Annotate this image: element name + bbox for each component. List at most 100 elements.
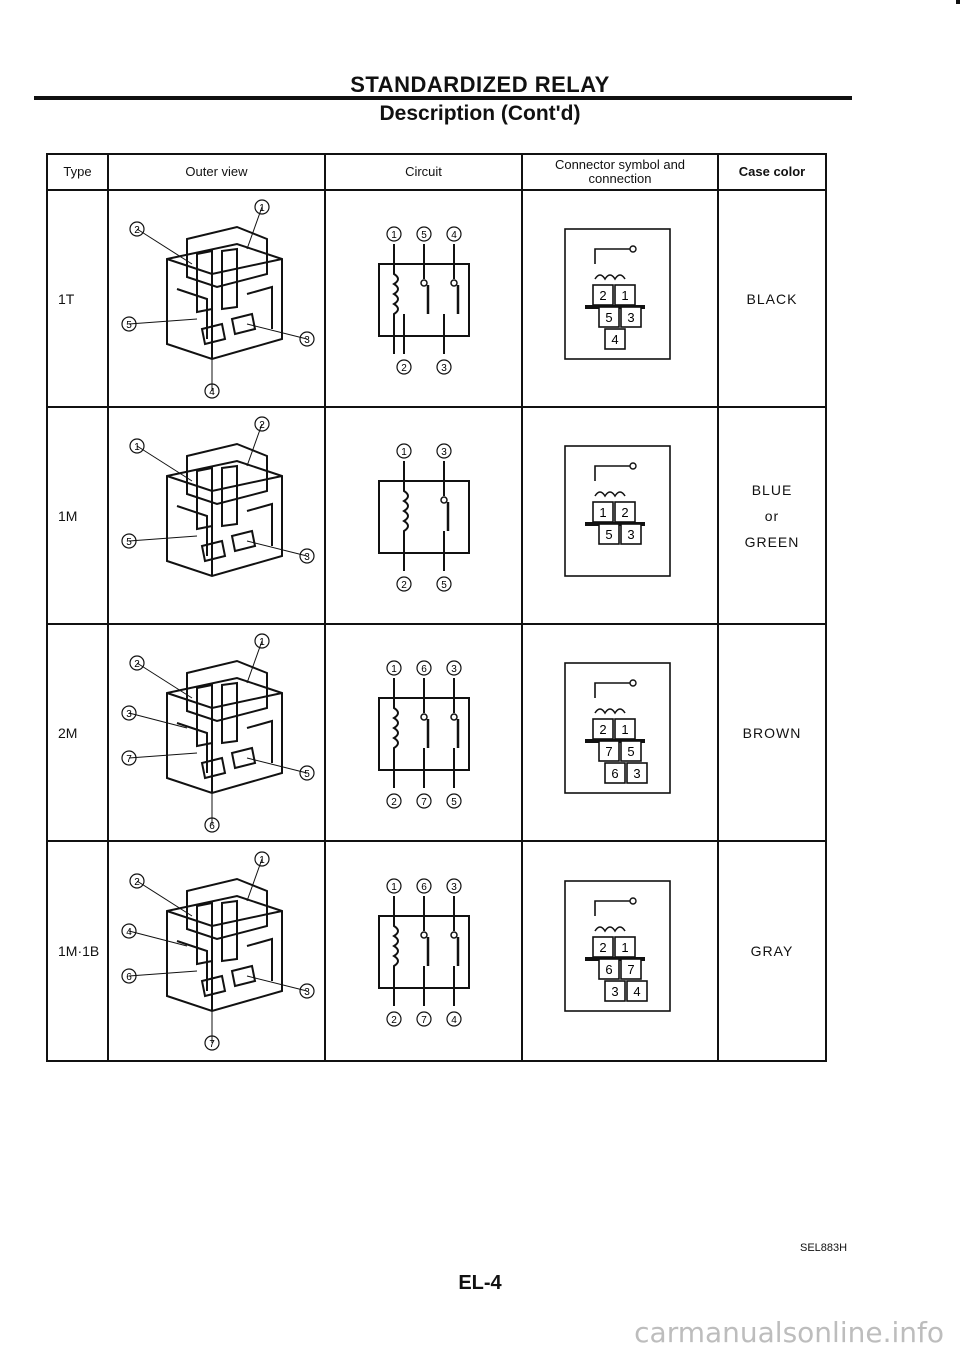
connector-pin-box: 1 [614,936,636,958]
svg-text:3: 3 [441,447,447,458]
relay-type: 1M [46,406,109,625]
connector-pin-box: 2 [592,283,614,306]
svg-text:3: 3 [611,984,618,999]
col-header-connector: Connector symbol and connection [521,153,719,191]
svg-text:6: 6 [605,962,612,977]
connector-pin-box: 1 [614,283,636,306]
pin-label: 4 [120,923,137,939]
svg-text:2: 2 [401,580,407,591]
circuit-pin-label: 3 [435,442,452,459]
svg-text:2: 2 [134,659,140,670]
relay-type: 2M [46,623,109,842]
connector-pin-box: 3 [604,980,626,1002]
circuit-pin-label: 1 [385,225,402,242]
svg-text:5: 5 [304,769,310,780]
svg-text:5: 5 [126,537,132,548]
pin-label: 3 [298,547,315,564]
pin-label: 1 [253,851,270,867]
pin-label: 6 [203,816,220,833]
connector-pin-box: 3 [620,305,642,328]
svg-text:7: 7 [627,962,634,977]
corner-mark [956,0,960,4]
relay-table: Type Outer view Circuit Connector symbol… [46,153,827,1062]
circuit-pin-label: 7 [415,792,432,809]
pin-label: 3 [298,983,315,999]
circuit-pin-label: 1 [395,442,412,459]
case-color-line: GREEN [744,533,800,550]
svg-text:1: 1 [391,230,397,241]
svg-text:2: 2 [391,1015,397,1026]
col-header-outer-view: Outer view [107,153,326,191]
circuit-pin-label: 5 [445,792,462,809]
svg-text:5: 5 [605,527,612,542]
connector-pin-box: 1 [614,717,636,740]
circuit-pin-label: 6 [415,659,432,676]
pin-label: 7 [120,749,137,766]
svg-text:3: 3 [627,527,634,542]
svg-text:6: 6 [611,766,618,781]
circuit-pin-label: 4 [445,1011,462,1027]
pin-label: 2 [128,873,145,889]
relay-circuit: 1 3 2 5 [324,406,523,625]
connector-pin-box: 4 [626,980,648,1002]
svg-text:1: 1 [401,447,407,458]
svg-text:3: 3 [451,882,457,893]
svg-text:1: 1 [259,637,265,648]
pin-label: 7 [203,1035,220,1051]
svg-text:2: 2 [599,722,606,737]
page-title: STANDARDIZED RELAY [350,72,610,97]
svg-text:3: 3 [304,987,310,998]
svg-text:7: 7 [421,797,427,808]
circuit-pin-label: 2 [385,1011,402,1027]
relay-outer-view-drawing: 1 2 7 5 6 3 [120,632,315,833]
circuit-pin-label: 2 [395,358,412,375]
svg-text:5: 5 [451,797,457,808]
connector-pin-box: 3 [620,522,642,545]
svg-text:2: 2 [621,505,628,520]
svg-text:1: 1 [599,505,606,520]
svg-text:1: 1 [621,288,628,303]
svg-text:2: 2 [391,797,397,808]
pin-label: 1 [253,198,270,215]
pin-label: 3 [298,330,315,347]
connector-pin-box: 4 [604,327,626,350]
pin-label: 5 [298,764,315,781]
svg-text:2: 2 [599,940,606,955]
connector-pin-box: 6 [604,761,626,784]
circuit-pin-label: 7 [415,1011,432,1027]
svg-text:3: 3 [126,709,132,720]
pin-label: 5 [120,315,137,332]
svg-text:5: 5 [441,580,447,591]
svg-text:4: 4 [633,984,640,999]
svg-text:6: 6 [421,664,427,675]
pin-label: 3 [120,704,137,721]
relay-outer-view: 1 2 7 5 6 3 [107,623,326,842]
connector-pin-box: 7 [620,958,642,980]
col-header-type: Type [46,153,109,191]
svg-text:2: 2 [401,363,407,374]
svg-text:1: 1 [134,442,140,453]
connector-pin-box: 2 [614,500,636,523]
connector-pin-box: 6 [598,958,620,980]
connector-pin-box: 5 [598,305,620,328]
col-header-case-color: Case color [717,153,827,191]
svg-text:2: 2 [134,225,140,236]
pin-label: 2 [128,654,145,671]
page-number: EL-4 [458,1272,502,1294]
circuit-pin-label: 1 [385,878,402,894]
header-row: Type Outer view Circuit Connector symbol… [46,153,827,191]
case-color-line: or [764,507,780,524]
svg-text:2: 2 [134,877,140,888]
title-rule [34,96,852,100]
